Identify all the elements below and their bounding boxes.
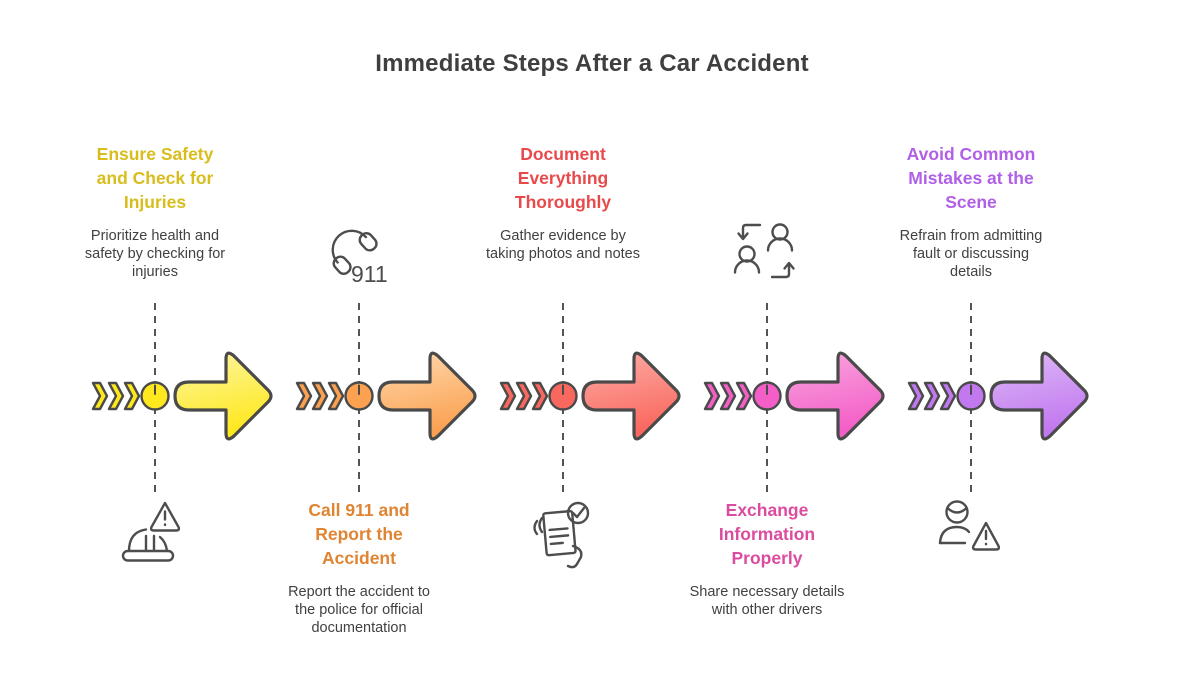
step-5-text: Avoid Common Mistakes at the Scene Refra…: [869, 142, 1073, 281]
arrow-icon: [785, 351, 885, 441]
chevron-icon: [123, 381, 141, 411]
document-check-icon: [533, 501, 590, 569]
arrow-icon: [173, 351, 273, 441]
timeline-node: [140, 381, 170, 411]
step-1-icon-wrap: [53, 498, 257, 566]
chevron-icon: [515, 381, 533, 411]
step-3-icon-wrap: [461, 498, 665, 578]
chevron-icon: [531, 381, 549, 411]
chevron-icon: [907, 381, 925, 411]
chevron-icon: [311, 381, 329, 411]
arrow-icon: [989, 351, 1089, 441]
step-1-text: Ensure Safety and Check for Injuries Pri…: [53, 142, 257, 281]
timeline-node: [956, 381, 986, 411]
step-description: Report the accident to the police for of…: [288, 584, 430, 636]
step-3-text: Document Everything Thoroughly Gather ev…: [461, 142, 665, 263]
step-4-text: Exchange Information Properly Share nece…: [665, 498, 869, 619]
chevron-icon: [939, 381, 957, 411]
step-5-icon-wrap: [869, 498, 1073, 560]
timeline-node: [752, 381, 782, 411]
step-1-column: Ensure Safety and Check for Injuries Pri…: [53, 0, 273, 674]
chevron-icon: [923, 381, 941, 411]
step-description: Prioritize health and safety by checking…: [84, 228, 226, 280]
chevron-icon: [107, 381, 125, 411]
step-3-column: Document Everything Thoroughly Gather ev…: [461, 0, 681, 674]
phone-911-icon: 911: [331, 229, 388, 287]
step-arrow-graphic: [295, 351, 477, 441]
page-title: Immediate Steps After a Car Accident: [375, 50, 809, 77]
step-title: Ensure Safety and Check for Injuries: [96, 144, 214, 212]
step-description: Gather evidence by taking photos and not…: [486, 228, 640, 262]
step-description: Refrain from admitting fault or discussi…: [899, 228, 1043, 280]
chevron-icon: [295, 381, 313, 411]
exchange-people-icon: [733, 223, 795, 279]
step-2-text: Call 911 and Report the Accident Report …: [257, 498, 461, 637]
chevron-icon: [735, 381, 753, 411]
step-2-column: 911 Call 911 and Report the Accident Rep…: [257, 0, 477, 674]
step-title: Exchange Information Properly: [718, 500, 816, 568]
chevron-icon: [703, 381, 721, 411]
chevron-icon: [719, 381, 737, 411]
person-warning-icon: [938, 500, 1001, 551]
step-description: Share necessary details with other drive…: [689, 584, 845, 618]
chevron-icon: [327, 381, 345, 411]
step-arrow-graphic: [907, 351, 1089, 441]
step-arrow-graphic: [499, 351, 681, 441]
step-4-column: Exchange Information Properly Share nece…: [665, 0, 885, 674]
step-2-icon-wrap: 911: [257, 220, 461, 292]
emergency-number-label: 911: [351, 261, 388, 287]
step-4-icon-wrap: [665, 220, 869, 284]
timeline-node: [548, 381, 578, 411]
step-5-column: Avoid Common Mistakes at the Scene Refra…: [869, 0, 1089, 674]
step-arrow-graphic: [703, 351, 885, 441]
arrow-icon: [581, 351, 681, 441]
hard-hat-warning-icon: [121, 501, 181, 562]
step-arrow-graphic: [91, 351, 273, 441]
step-title: Avoid Common Mistakes at the Scene: [906, 144, 1036, 212]
chevron-icon: [499, 381, 517, 411]
chevron-icon: [91, 381, 109, 411]
arrow-icon: [377, 351, 477, 441]
step-title: Document Everything Thoroughly: [514, 144, 612, 212]
step-title: Call 911 and Report the Accident: [308, 500, 410, 568]
timeline-node: [344, 381, 374, 411]
